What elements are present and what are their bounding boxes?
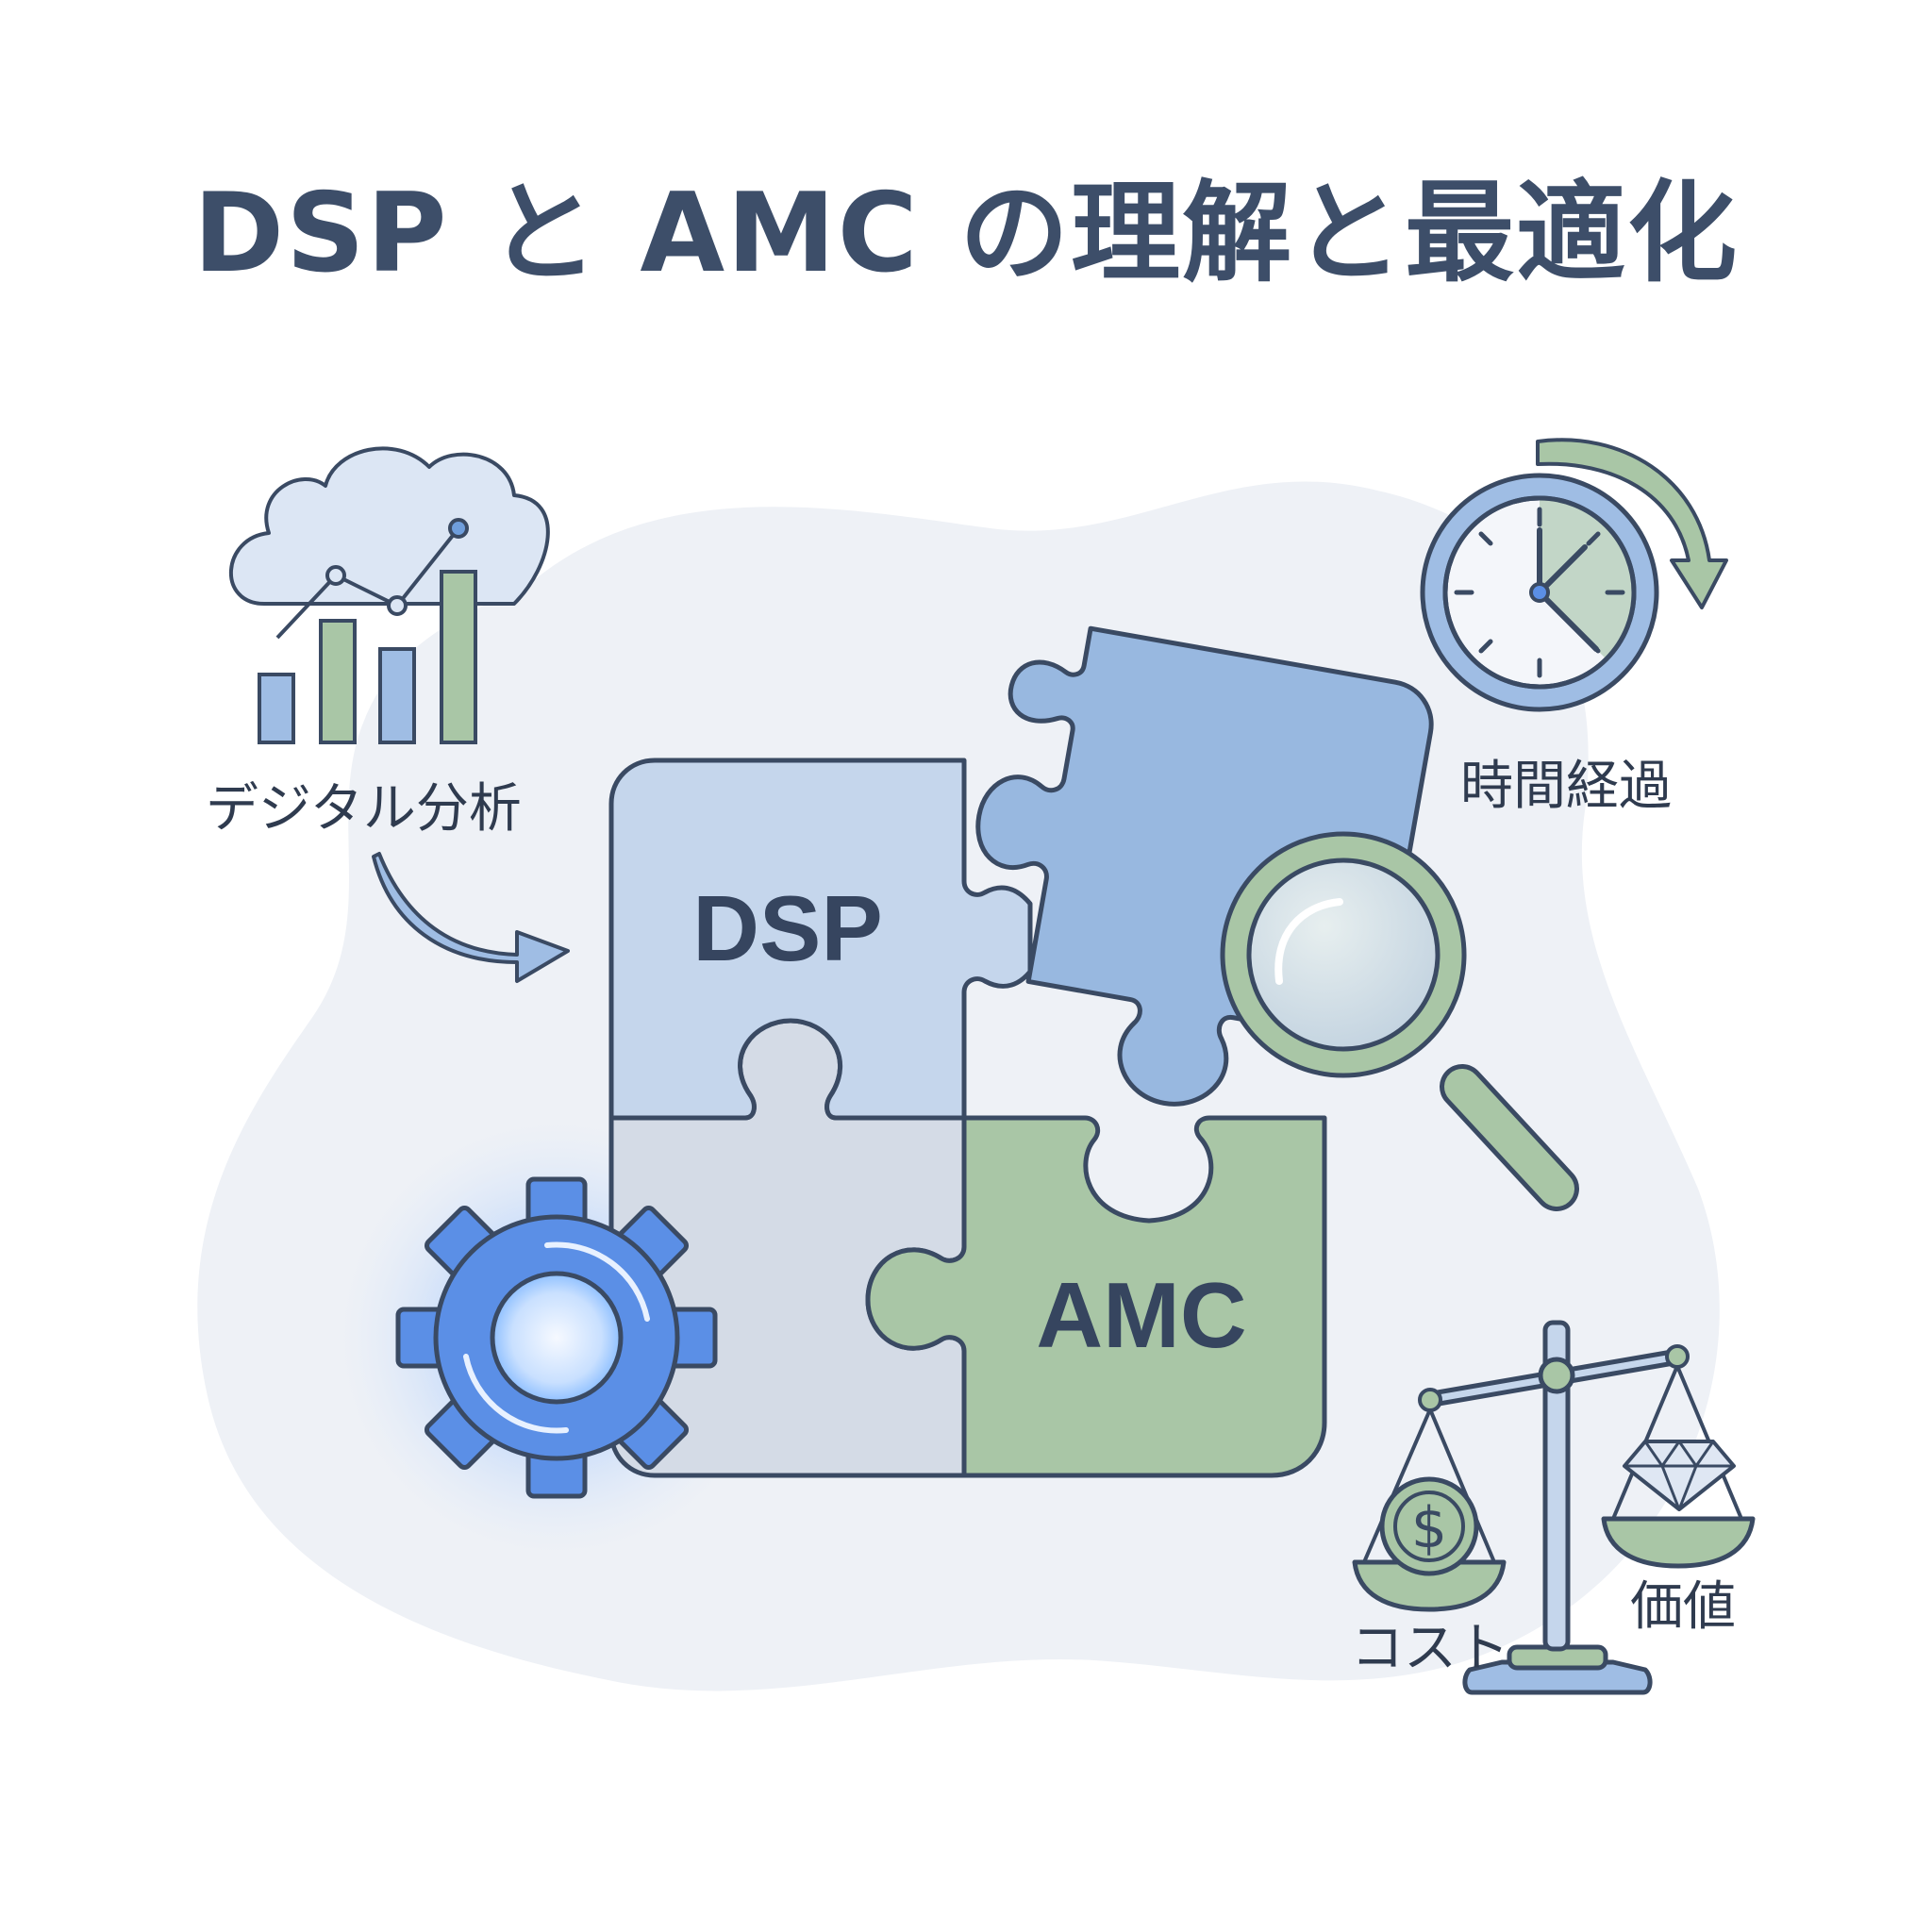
time-elapsed-caption: 時間経過 <box>1460 756 1672 817</box>
clock-icon <box>1420 473 1659 712</box>
coin-icon <box>1379 1476 1479 1576</box>
puzzle <box>608 625 1434 1478</box>
balance-scale-icon <box>1352 1320 1756 1695</box>
puzzle-piece-dsp <box>608 758 1033 1121</box>
curved-arrow-icon <box>372 852 570 983</box>
dollar-icon: $ <box>1411 1495 1447 1561</box>
magnifying-glass-icon <box>1220 831 1579 1211</box>
puzzle-piece-amc <box>865 1115 1327 1478</box>
digital-analysis-caption: デジタル分析 <box>206 778 522 840</box>
gear-icon <box>395 1176 718 1499</box>
value-caption: 価値 <box>1630 1576 1736 1638</box>
page-title: DSP と AMC の理解と最適化 <box>192 170 1740 297</box>
dsp-label: DSP <box>692 876 883 980</box>
amc-label: AMC <box>1036 1263 1246 1367</box>
diamond-icon <box>1623 1440 1736 1511</box>
bar-chart-icon <box>258 518 477 744</box>
rotate-arrow-icon <box>1536 438 1728 609</box>
cost-caption: コスト <box>1351 1618 1509 1679</box>
cloud-icon <box>229 446 550 606</box>
